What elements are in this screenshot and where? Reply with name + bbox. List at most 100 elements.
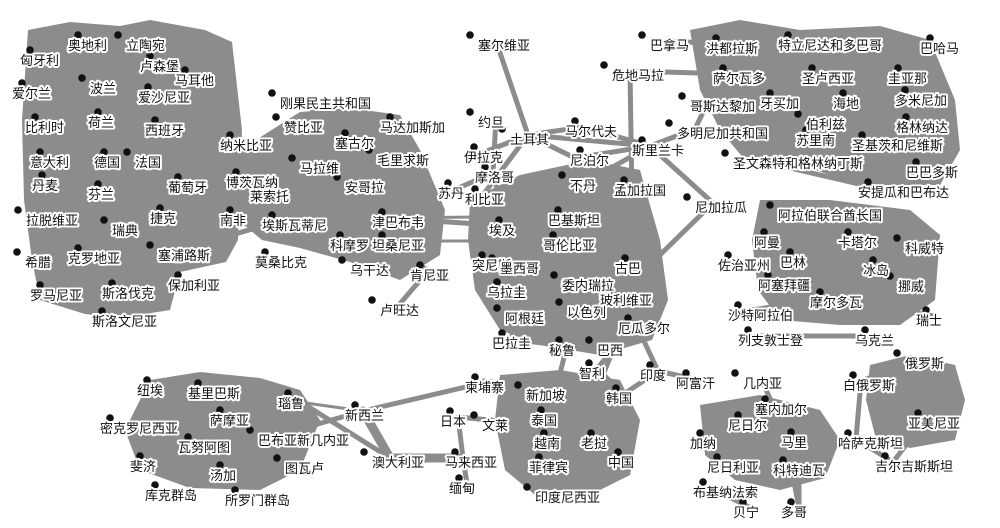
node-australia bbox=[360, 448, 368, 456]
edge-ivorycoast-togo bbox=[788, 463, 802, 511]
label-belize: 伯利兹 bbox=[806, 118, 845, 133]
node-philippines bbox=[535, 453, 543, 461]
label-turkey: 土耳其 bbox=[510, 133, 549, 148]
node-gabon bbox=[761, 395, 769, 403]
label-kiribati: 基里巴斯 bbox=[188, 387, 240, 402]
edge-sudan-morocco bbox=[453, 170, 496, 192]
edge-bahrain-iceland bbox=[795, 255, 884, 269]
node-ghana bbox=[696, 429, 704, 437]
node-mexico bbox=[488, 254, 496, 262]
label-denmark: 丹麦 bbox=[32, 179, 58, 194]
edge-trinidad-bahamas bbox=[793, 38, 941, 47]
edge-maldives-srilanka bbox=[580, 124, 653, 149]
label-kyrgyzstan: 吉尔吉斯斯坦 bbox=[875, 460, 953, 475]
label-dominica: 多米尼加 bbox=[895, 93, 947, 109]
edge-bhutan-srilanka bbox=[585, 143, 653, 184]
node-lithuania bbox=[114, 31, 122, 39]
node-palau bbox=[284, 389, 292, 397]
label-lesotho: 莱索托 bbox=[250, 190, 289, 205]
node-bahamas bbox=[926, 34, 934, 42]
node-burkina bbox=[699, 478, 707, 486]
node-madagascar bbox=[386, 113, 394, 121]
node-pakistan bbox=[554, 206, 562, 214]
node-thailand bbox=[537, 406, 545, 414]
edge-newzealand-kiribati bbox=[204, 387, 365, 413]
label-korea: 韩国 bbox=[606, 392, 632, 407]
node-elsalvador bbox=[719, 64, 727, 72]
node-iran bbox=[470, 143, 478, 151]
node-nepal bbox=[576, 146, 584, 154]
node-belgium bbox=[31, 113, 39, 121]
node-azerbaijan bbox=[764, 271, 772, 279]
node-turkey bbox=[498, 125, 506, 133]
label-hungary: 匈牙利 bbox=[20, 54, 59, 69]
label-bhutan: 不丹 bbox=[570, 179, 596, 194]
label-indonesia: 印度尼西亚 bbox=[535, 490, 600, 506]
label-uganda: 乌干达 bbox=[350, 263, 389, 279]
edge-turkey-libya bbox=[480, 132, 531, 198]
label-bangladesh: 孟加拉国 bbox=[614, 184, 666, 199]
label-zambia: 赞比亚 bbox=[284, 121, 323, 136]
edge-philippines-indonesia bbox=[544, 460, 556, 496]
edge-singapore-cambodia bbox=[478, 378, 549, 396]
seasia-cluster bbox=[495, 370, 640, 495]
node-kyrgyzstan bbox=[881, 452, 889, 460]
node-spain bbox=[151, 116, 159, 124]
europe-cluster bbox=[22, 20, 242, 318]
node-drc bbox=[268, 89, 276, 97]
label-bahamas: 巴哈马 bbox=[920, 42, 959, 57]
node-slovakia bbox=[108, 279, 116, 287]
label-botswana: 博茨瓦纳 bbox=[226, 176, 278, 191]
label-russia: 俄罗斯 bbox=[905, 357, 944, 372]
label-poland: 波兰 bbox=[90, 82, 116, 97]
node-bolivia bbox=[606, 286, 614, 294]
edge-botswana-zimbabwe bbox=[241, 175, 393, 221]
label-drc: 刚果民主共和国 bbox=[280, 97, 371, 112]
label-india: 印度 bbox=[640, 368, 666, 384]
node-tanzania bbox=[378, 231, 386, 239]
edge-brazil-indonesia bbox=[550, 343, 618, 496]
node-stlucia bbox=[808, 64, 816, 72]
node-honduras bbox=[712, 34, 720, 42]
label-bulgaria: 保加利亚 bbox=[168, 279, 220, 294]
node-china bbox=[614, 448, 622, 456]
label-laos: 老挝 bbox=[581, 437, 607, 452]
node-malta bbox=[181, 66, 189, 74]
node-liechtenstein bbox=[744, 326, 752, 334]
label-panama: 巴拿马 bbox=[650, 38, 689, 54]
label-namibia: 纳米比亚 bbox=[220, 139, 272, 154]
node-ivorycoast bbox=[779, 456, 787, 464]
node-uruguay2 bbox=[894, 64, 902, 72]
edges bbox=[46, 38, 941, 511]
edge-guatemala-elsalvador bbox=[627, 68, 734, 77]
label-afghanistan: 阿富汗 bbox=[676, 376, 715, 392]
edge-thailand-vietnam bbox=[546, 413, 555, 442]
label-lithuania: 立陶宛 bbox=[126, 38, 165, 54]
label-oman: 阿曼 bbox=[754, 236, 780, 251]
label-ecuador: 厄瓜多尔 bbox=[618, 321, 670, 337]
edge-chile-singapore bbox=[541, 366, 600, 394]
node-newzealand bbox=[351, 401, 359, 409]
edge-nigeria-ivorycoast bbox=[722, 460, 794, 469]
label-malaysia: 马来西亚 bbox=[445, 456, 497, 471]
node-senegal bbox=[341, 129, 349, 137]
label-honduras: 洪都拉斯 bbox=[706, 42, 758, 57]
edge-qatar-kuwait bbox=[853, 235, 926, 247]
node-botswana bbox=[232, 168, 240, 176]
label-niger: 尼日尔 bbox=[728, 419, 767, 434]
edge-panama-honduras bbox=[665, 38, 727, 47]
edge-uganda-kenya bbox=[365, 263, 431, 274]
label-czech: 捷克 bbox=[150, 212, 176, 227]
node-niger bbox=[734, 411, 742, 419]
label-srilanka: 斯里兰卡 bbox=[632, 144, 684, 159]
label-liechtenstein: 列支敦士登 bbox=[738, 333, 803, 349]
edge-uruguay-argentina bbox=[502, 285, 526, 317]
label-belarus: 白俄罗斯 bbox=[843, 378, 895, 394]
edge-srilanka-dominicanrep bbox=[647, 126, 698, 149]
node-antigua bbox=[864, 178, 872, 186]
label-zimbabwe: 津巴布韦 bbox=[372, 216, 424, 231]
node-chile bbox=[585, 359, 593, 367]
wafrica-cluster bbox=[700, 395, 840, 490]
label-vietnam: 越南 bbox=[534, 436, 560, 452]
